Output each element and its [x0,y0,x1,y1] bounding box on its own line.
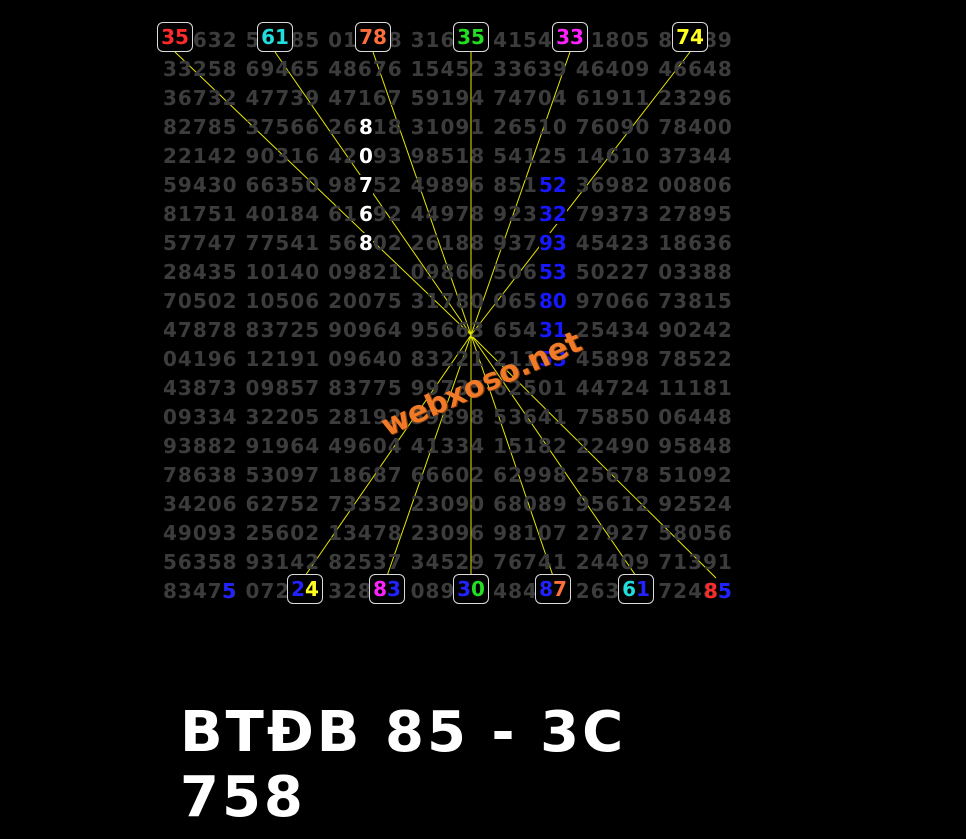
box-digit: 6 [261,25,275,49]
top-number-box: 78 [355,22,391,52]
blue-number: 53 [539,347,567,371]
blue-number: 93 [539,231,567,255]
top-number-box: 33 [552,22,588,52]
box-digit: 3 [570,25,584,49]
grid-row: 81751 40184 61692 44978 92332 79373 2789… [163,202,733,226]
bottom-extra-number: 85 [704,581,732,601]
connection-line [174,51,472,336]
top-number-box: 35 [453,22,489,52]
grid-row: 34206 62752 73352 23090 68089 95612 9252… [163,492,733,516]
box-digit: 1 [275,25,289,49]
connection-line [470,334,717,579]
bottom-number-box: 61 [618,574,654,604]
grid-row: 04196 12191 09640 83221 21153 45898 7852… [163,347,733,371]
grid-row: 43873 09857 83775 99735 62501 44724 1118… [163,376,733,400]
grid-row: 49093 25602 13478 23096 98107 27927 5805… [163,521,733,545]
blue-number: 32 [539,202,567,226]
connection-line [470,51,571,336]
connection-line [274,51,472,336]
connection-line [304,334,472,577]
blue-number: 31 [539,318,567,342]
bottom-number-box: 30 [453,574,489,604]
white-digit: 6 [359,202,373,226]
result-caption: BTĐB 85 - 3C 758 [180,700,627,830]
box-digit: 8 [373,577,387,601]
grid-row: 70502 10506 20075 31780 06580 97066 7381… [163,289,733,313]
white-digit: 7 [359,173,373,197]
box-digit: 2 [291,577,305,601]
grid-row: 93882 91964 49604 41334 15182 22490 9584… [163,434,733,458]
bottom-number-box: 87 [535,574,571,604]
box-digit: 3 [161,25,175,49]
white-digit: 0 [359,144,373,168]
grid-row: 22142 90316 42093 98518 54125 14610 3734… [163,144,733,168]
white-digit: 8 [359,115,373,139]
bottom-left-digit: 5 [222,579,236,603]
extra-digit: 8 [704,579,718,603]
grid-row: 28435 10140 09821 09866 50653 50227 0338… [163,260,733,284]
box-digit: 7 [359,25,373,49]
box-digit: 1 [636,577,650,601]
box-digit: 4 [305,577,319,601]
grid-row: 78638 53097 18687 66602 62998 25678 5109… [163,463,733,487]
grid-row: 56358 93142 82537 34529 76741 24409 7139… [163,550,733,574]
grid-row: 82785 37566 26818 31091 26510 76090 7840… [163,115,733,139]
top-number-box: 35 [157,22,193,52]
box-digit: 4 [690,25,704,49]
blue-number: 53 [539,260,567,284]
connection-line [470,334,554,577]
box-digit: 8 [373,25,387,49]
box-digit: 7 [676,25,690,49]
grid-row: 59430 66350 98752 49896 85152 36982 0080… [163,173,733,197]
box-digit: 3 [556,25,570,49]
extra-digit: 5 [717,579,732,603]
connection-line [470,51,691,336]
box-digit: 3 [457,25,471,49]
top-number-box: 61 [257,22,293,52]
box-digit: 7 [553,577,567,601]
grid-row: 47878 83725 90964 95663 65431 25434 9024… [163,318,733,342]
top-number-box: 74 [672,22,708,52]
box-digit: 8 [539,577,553,601]
box-digit: 5 [471,25,485,49]
box-digit: 3 [387,577,401,601]
connection-line [470,334,637,577]
box-digit: 3 [457,577,471,601]
grid-row: 33258 69465 48676 15452 33639 46409 4664… [163,57,733,81]
bottom-number-box: 83 [369,574,405,604]
white-digit: 8 [359,231,373,255]
box-digit: 5 [175,25,189,49]
blue-number: 80 [539,289,567,313]
blue-number: 52 [539,173,567,197]
bottom-number-box: 24 [287,574,323,604]
grid-row: 36732 47739 47167 59194 74704 61911 2329… [163,86,733,110]
box-digit: 6 [622,577,636,601]
box-digit: 0 [471,577,485,601]
grid-row: 57747 77541 56802 26188 93793 45423 1863… [163,231,733,255]
grid-row: 39632 58285 01678 31685 41543 81805 8158… [163,28,733,52]
connection-line [372,51,472,336]
grid-row: 09334 32205 28192 59898 53641 75850 0644… [163,405,733,429]
connection-line [386,334,472,577]
